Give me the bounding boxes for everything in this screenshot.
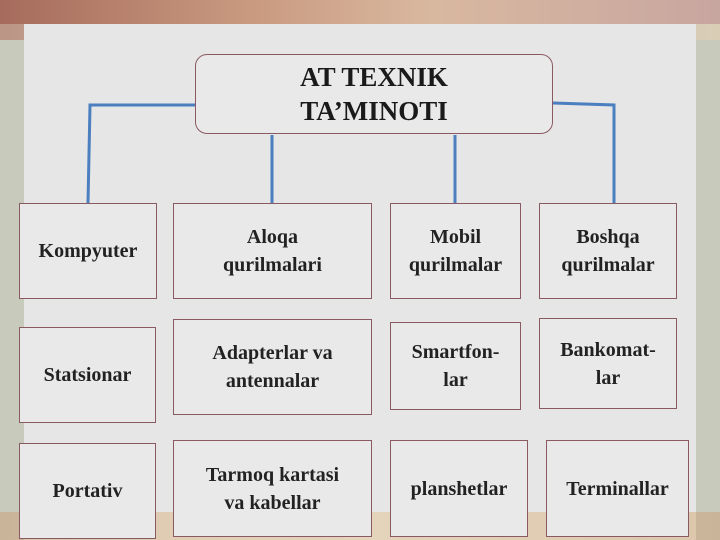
top-decorative-stripe [0, 0, 720, 24]
node-kompyuter-label: Kompyuter [38, 240, 138, 262]
node-bankomatlar-label: Bankomat- lar [560, 338, 656, 389]
node-terminallar: Terminallar [546, 440, 689, 537]
node-terminallar-label: Terminallar [566, 477, 669, 500]
node-adapterlar: Adapterlar va antennalar [173, 319, 372, 415]
node-mobil-qurilmalar: Mobil qurilmalar [390, 203, 521, 299]
node-adapterlar-label: Adapterlar va antennalar [212, 342, 333, 392]
node-tarmoq-kartasi-label: Tarmoq kartasi va kabellar [205, 463, 340, 514]
root-node-label: AT TEXNIK TA’MINOTI [300, 62, 448, 126]
node-tarmoq-kartasi: Tarmoq kartasi va kabellar [173, 440, 372, 537]
connector-root-to-boshqa [552, 101, 616, 203]
node-planshetlar: planshetlar [390, 440, 528, 537]
node-planshetlar-label: planshetlar [410, 477, 508, 500]
root-node: AT TEXNIK TA’MINOTI [195, 54, 553, 134]
connector-root-to-kompyuter [86, 103, 195, 204]
node-portativ: Portativ [19, 443, 156, 539]
node-aloqa-qurilmalari-label: Aloqa qurilmalari [223, 226, 322, 276]
node-statsionar-label: Statsionar [43, 364, 132, 386]
right-border [696, 40, 720, 540]
node-kompyuter: Kompyuter [19, 203, 157, 299]
node-boshqa-qurilmalar: Boshqa qurilmalar [539, 203, 677, 299]
node-smartfonlar: Smartfon- lar [390, 322, 521, 410]
node-boshqa-qurilmalar-label: Boshqa qurilmalar [561, 226, 655, 276]
node-portativ-label: Portativ [52, 480, 123, 502]
node-aloqa-qurilmalari: Aloqa qurilmalari [173, 203, 372, 299]
node-bankomatlar: Bankomat- lar [539, 318, 677, 409]
node-smartfonlar-label: Smartfon- lar [411, 341, 500, 391]
node-statsionar: Statsionar [19, 327, 156, 423]
node-mobil-qurilmalar-label: Mobil qurilmalar [408, 226, 503, 276]
